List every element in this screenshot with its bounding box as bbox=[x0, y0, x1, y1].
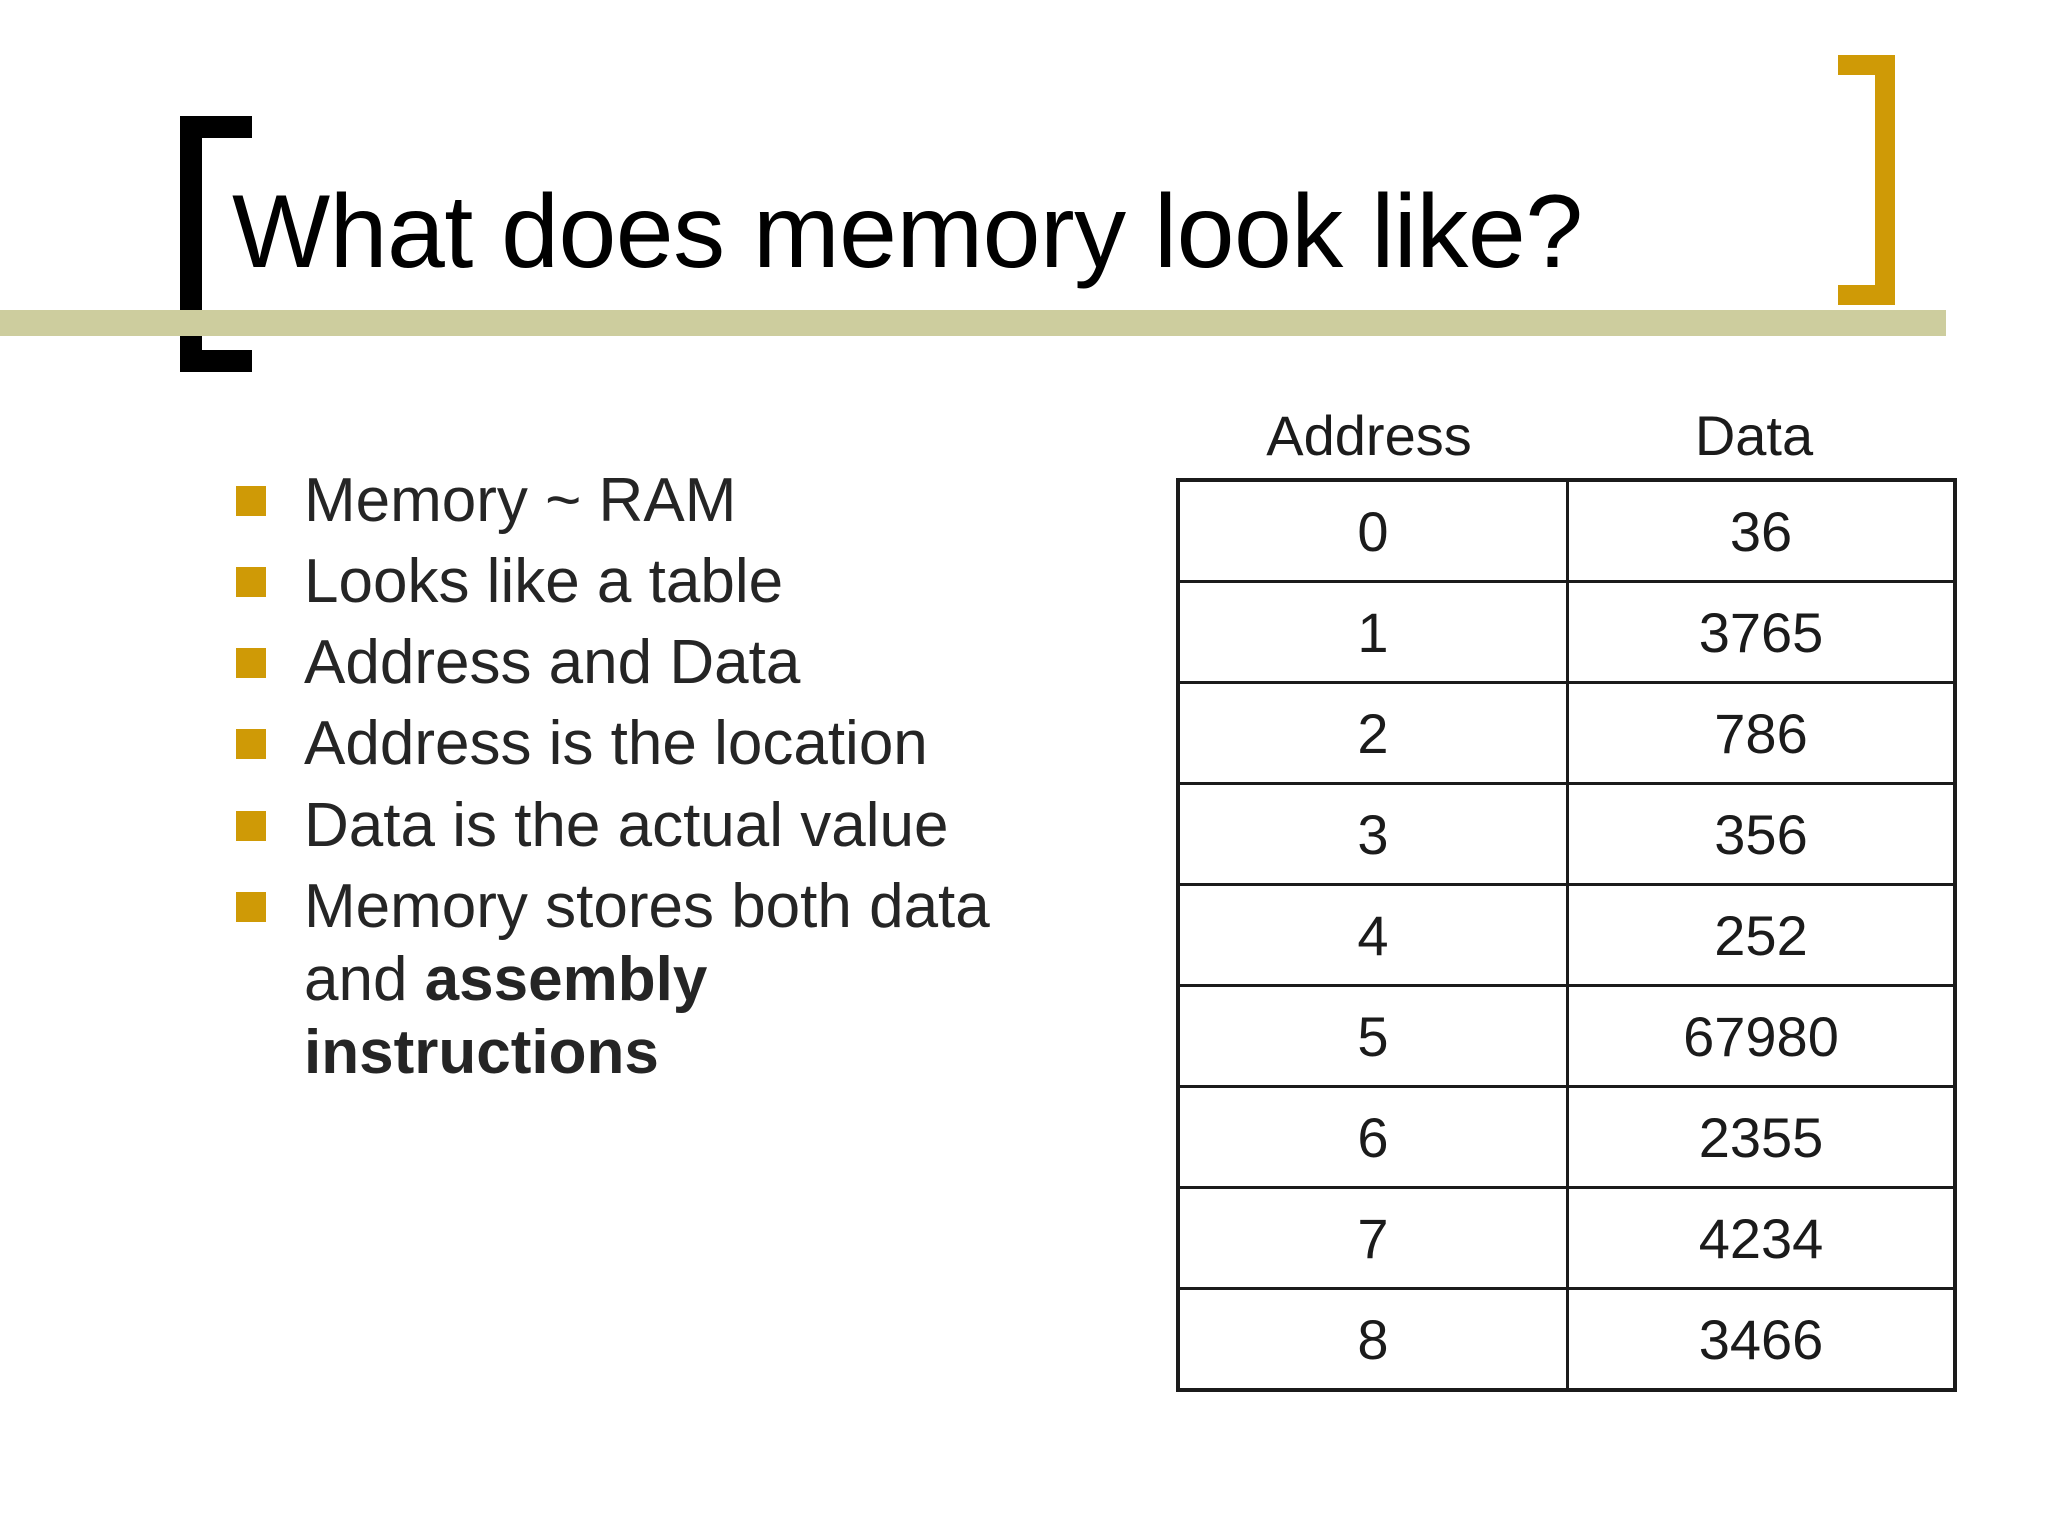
square-bullet-icon bbox=[236, 729, 266, 760]
cell-data: 2355 bbox=[1566, 1085, 1957, 1189]
memory-table-header-row: Address Data bbox=[1176, 394, 1946, 478]
cell-address: 8 bbox=[1176, 1287, 1569, 1392]
cell-data: 67980 bbox=[1566, 984, 1957, 1088]
list-item: Memory stores both data and assembly ins… bbox=[236, 870, 1066, 1089]
list-item-label: Memory ~ RAM bbox=[304, 466, 737, 535]
cell-data: 786 bbox=[1566, 681, 1957, 785]
cell-address: 4 bbox=[1176, 883, 1569, 987]
list-item-label: Data is the actual value bbox=[304, 790, 949, 860]
square-bullet-icon bbox=[236, 567, 266, 598]
table-row: 4 252 bbox=[1176, 883, 1957, 987]
cell-data: 3466 bbox=[1566, 1287, 1957, 1392]
cell-data: 36 bbox=[1566, 478, 1957, 583]
bullet-list: Memory ~ RAM Looks like a table Address … bbox=[236, 464, 1066, 1097]
list-item: Memory ~ RAM bbox=[236, 464, 1066, 537]
memory-table: 0 36 1 3765 2 786 3 356 4 252 bbox=[1176, 478, 1957, 1392]
cell-data: 356 bbox=[1566, 782, 1957, 886]
table-row: 3 356 bbox=[1176, 782, 1957, 886]
table-row: 1 3765 bbox=[1176, 580, 1957, 684]
column-header-address: Address bbox=[1266, 404, 1472, 467]
cell-data: 3765 bbox=[1566, 580, 1957, 684]
cell-address: 3 bbox=[1176, 782, 1569, 886]
list-item: Address is the location bbox=[236, 707, 1066, 780]
cell-address: 7 bbox=[1176, 1186, 1569, 1290]
column-header-data: Data bbox=[1694, 404, 1814, 467]
square-bullet-icon bbox=[236, 486, 266, 516]
cell-address: 2 bbox=[1176, 681, 1569, 785]
list-item: Looks like a table bbox=[236, 545, 1066, 618]
list-item-label: Memory stores both data and assembly ins… bbox=[304, 871, 990, 1088]
square-bullet-icon bbox=[236, 891, 266, 922]
list-item: Data is the actual value bbox=[236, 789, 1066, 862]
memory-table-region: Address Data 0 36 1 3765 2 786 3 bbox=[1176, 394, 1957, 1392]
cell-data: 4234 bbox=[1566, 1186, 1957, 1290]
list-item-label: Address is the location bbox=[304, 709, 928, 779]
table-row: 5 67980 bbox=[1176, 984, 1957, 1088]
table-row: 0 36 bbox=[1176, 478, 1957, 583]
table-row: 7 4234 bbox=[1176, 1186, 1957, 1290]
page-title: What does memory look like? bbox=[232, 174, 1583, 290]
cell-address: 1 bbox=[1176, 580, 1569, 684]
left-bracket-decoration bbox=[180, 116, 252, 372]
cell-address: 0 bbox=[1176, 478, 1569, 583]
list-item: Address and Data bbox=[236, 626, 1066, 699]
square-bullet-icon bbox=[236, 648, 266, 679]
list-item-label: Looks like a table bbox=[304, 547, 784, 617]
cell-address: 5 bbox=[1176, 984, 1569, 1088]
right-bracket-decoration bbox=[1838, 55, 1895, 305]
table-row: 2 786 bbox=[1176, 681, 1957, 785]
list-item-label: Address and Data bbox=[304, 628, 801, 698]
square-bullet-icon bbox=[236, 810, 266, 841]
table-row: 6 2355 bbox=[1176, 1085, 1957, 1189]
table-row: 8 3466 bbox=[1176, 1287, 1957, 1392]
cell-data: 252 bbox=[1566, 883, 1957, 987]
cell-address: 6 bbox=[1176, 1085, 1569, 1189]
title-underline-bar bbox=[0, 310, 1946, 336]
